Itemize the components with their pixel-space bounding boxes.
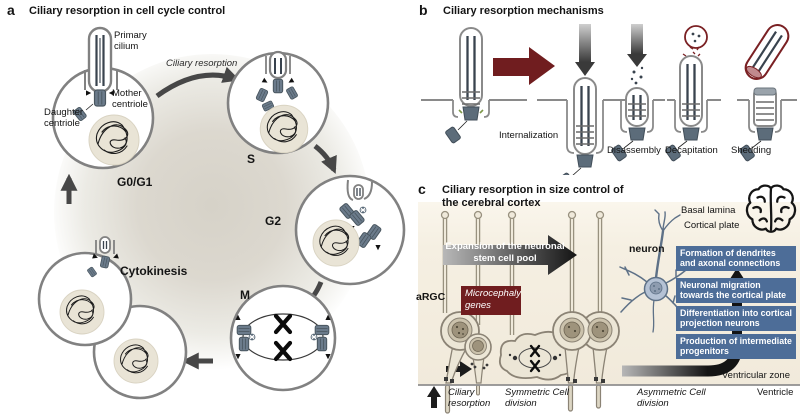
cell-g2 [294, 174, 406, 286]
cilium-decapitation [665, 25, 721, 162]
daughter-centriole-label: Daughter centriole [44, 107, 84, 130]
brain-icon [745, 184, 797, 233]
mechanism-label-shedding: Shedding [731, 145, 772, 156]
panel-b-title: Ciliary resorption mechanisms [443, 5, 604, 17]
cell-cytokinesis [37, 236, 188, 400]
ventricular-zone-label: Ventricular zone [721, 370, 790, 381]
phase-label-cytokinesis: Cytokinesis [120, 264, 188, 278]
panel-a-tag: a [7, 2, 15, 18]
panel-b-artwork [421, 24, 797, 175]
expansion-arrow-label: Expansion of the neuronal stem cell pool [445, 241, 565, 264]
cilium-internalization [537, 24, 627, 175]
arrow-s-to-g2 [313, 144, 337, 174]
cilium-intact [421, 27, 527, 144]
panel-a-artwork [37, 26, 406, 400]
panel-a-title: Ciliary resorption in cell cycle control [29, 5, 226, 17]
primary-cilium-label: Primary cilium [114, 30, 147, 53]
cilium-shedding [737, 24, 797, 162]
step-box-migration: Neuronal migration towards the cortical … [676, 278, 796, 303]
red-arrow [493, 47, 555, 85]
basal-lamina-label: Basal lamina [681, 205, 736, 216]
panel-c-title: Ciliary resorption in size control of th… [442, 184, 624, 210]
mechanism-label-internalization: Internalization [499, 130, 559, 141]
step-box-dendrites: Formation of dendrites and axonal connec… [676, 246, 796, 271]
cell-m [229, 284, 337, 392]
phase-label-m: M [240, 288, 250, 302]
cortical-plate-label: Cortical plate [684, 220, 740, 231]
mechanism-label-decapitation: Decapitation [665, 145, 718, 156]
microcephaly-genes-box: Microcephaly genes [461, 286, 521, 315]
cell-g0g1 [51, 26, 155, 170]
resorption-right-arrow [446, 361, 472, 377]
argc-label: aRGC [416, 291, 446, 303]
panel-b-tag: b [419, 2, 428, 18]
argc-cell-2-small [464, 333, 492, 396]
symmetric-division-label: Symmetric Cell division [505, 387, 569, 410]
phase-label-g2: G2 [265, 214, 282, 228]
chromosome [273, 313, 293, 362]
phase-label-s: S [247, 152, 256, 166]
ciliary-resorption-bottom-label: Ciliary resorption [448, 387, 491, 410]
phase-label-g0g1: G0/G1 [117, 175, 153, 189]
ciliary-resorption-up-arrow [427, 386, 441, 408]
asymmetric-division-label: Asymmetric Cell division [637, 387, 706, 410]
mother-centriole-label: Mother centriole [112, 88, 148, 111]
neuron-drawing [619, 209, 687, 333]
mechanism-label-disassembly: Disassembly [607, 145, 661, 156]
argc-cell-pair [552, 311, 620, 412]
step-box-differentiation: Differentiation into cortical projection… [676, 306, 796, 331]
step-box-progenitors: Production of intermediate progenitors [676, 334, 796, 359]
panel-c-tag: c [418, 181, 426, 197]
neuron-label: neuron [629, 243, 665, 255]
cell-s [226, 50, 330, 155]
ciliary-resorption-arc-label: Ciliary resorption [166, 58, 238, 69]
cilium-disassembly [607, 24, 665, 162]
ventricle-label: Ventricle [757, 387, 794, 398]
arrow-g1-to-s [155, 66, 241, 99]
expansion-arrow [443, 235, 577, 275]
